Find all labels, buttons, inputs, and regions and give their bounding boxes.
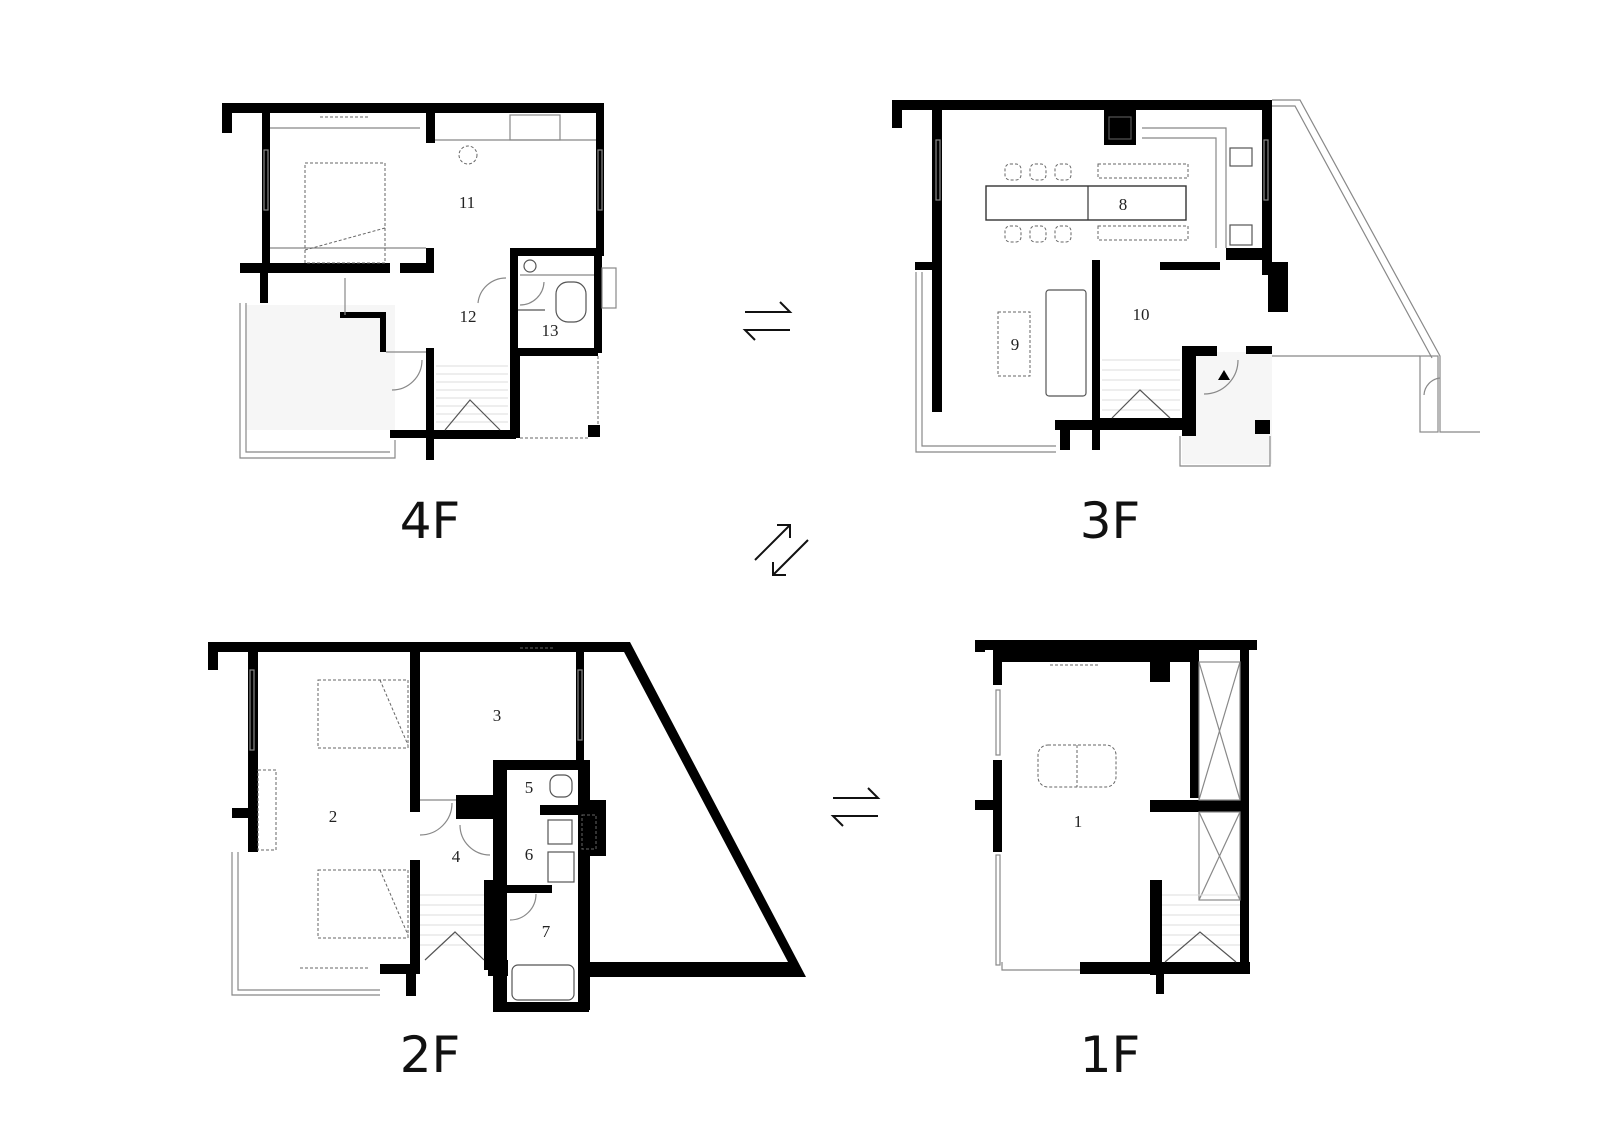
floor-label-1f: 1F [1080, 1026, 1141, 1084]
plan-4f: 11 12 13 4F [222, 103, 617, 550]
room-10: 10 [1133, 305, 1150, 324]
room-4: 4 [452, 847, 461, 866]
floor-label-2f: 2F [400, 1026, 461, 1084]
room-13: 13 [542, 321, 559, 340]
room-11: 11 [459, 193, 475, 212]
floor-label-4f: 4F [400, 492, 461, 550]
plan-2f: 2 3 4 5 6 7 2F [208, 642, 806, 1084]
room-7: 7 [542, 922, 551, 941]
swap-horizontal-icon [830, 787, 881, 827]
plan-1f: 1 1F [975, 640, 1257, 1084]
room-8: 8 [1119, 195, 1128, 214]
plan-3f: 8 9 10 3F [892, 99, 1480, 550]
room-12: 12 [460, 307, 477, 326]
room-1: 1 [1074, 812, 1083, 831]
room-6: 6 [525, 845, 534, 864]
swap-horizontal-icon [742, 301, 793, 341]
entrance-triangle-icon [1218, 370, 1230, 380]
room-9: 9 [1011, 335, 1020, 354]
swap-diagonal-icon [754, 524, 809, 576]
floor-label-3f: 3F [1080, 492, 1141, 550]
room-5: 5 [525, 778, 534, 797]
room-3: 3 [493, 706, 502, 725]
room-2: 2 [329, 807, 338, 826]
